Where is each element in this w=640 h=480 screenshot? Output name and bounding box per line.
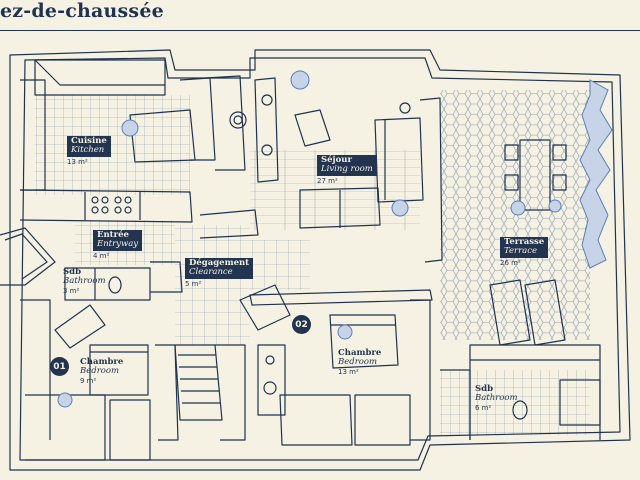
- room-area: 26 m²: [500, 258, 521, 267]
- room-name-en: Entryway: [97, 238, 139, 249]
- room-area: 4 m²: [93, 251, 110, 260]
- plant-icon: [57, 392, 73, 408]
- plant-icon: [290, 70, 310, 90]
- room-name-en: Bedroom: [80, 365, 120, 376]
- room-area: 6 m²: [475, 403, 492, 412]
- room-name-fr: Chambre: [80, 357, 124, 367]
- plant-icon: [121, 119, 139, 137]
- plant-icon: [548, 199, 562, 213]
- room-name-en: Bathroom: [475, 392, 518, 403]
- room-name-fr: Séjour: [321, 155, 352, 165]
- room-name-en: Clearance: [189, 266, 233, 277]
- outer-wall: [9, 49, 631, 471]
- room-area: 9 m²: [80, 376, 97, 385]
- terrace-plants: [579, 79, 613, 269]
- plant-icon: [337, 324, 353, 340]
- kitchen-floor: [35, 95, 190, 195]
- room-name-en: Terrace: [504, 245, 538, 256]
- room-label-bathroom-2: Sdb Bathroom 6 m²: [475, 385, 518, 412]
- room-area: 13 m²: [67, 157, 88, 166]
- room-label-bedroom-1: Chambre Bedroom 9 m²: [80, 358, 123, 385]
- room-name-fr: Entrée: [97, 230, 129, 240]
- room-name-fr: Sdb: [475, 384, 494, 394]
- room-name-fr: Chambre: [338, 348, 382, 358]
- clearance-floor: [175, 225, 250, 345]
- room-area: 13 m²: [338, 367, 359, 376]
- room-label-bathroom-1: Sdb Bathroom 3 m²: [63, 268, 106, 295]
- unit-marker-01: 01: [50, 357, 69, 376]
- inner-wall: [19, 57, 621, 461]
- room-area: 5 m²: [185, 279, 202, 288]
- page-title: ez-de-chaussée: [0, 0, 164, 22]
- room-name-fr: Dégagement: [189, 258, 250, 268]
- room-area: 3 m²: [63, 286, 80, 295]
- room-name-fr: Sdb: [63, 267, 82, 277]
- plant-icon: [510, 200, 526, 216]
- room-label-bedroom-2: Chambre Bedroom 13 m²: [338, 349, 381, 376]
- room-name-fr: Terrasse: [504, 237, 545, 247]
- terrace-floor: [440, 90, 590, 340]
- room-name-fr: Cuisine: [71, 136, 107, 146]
- room-name-en: Bathroom: [63, 275, 106, 286]
- plant-icon: [391, 199, 409, 217]
- bath2-floor: [440, 370, 590, 435]
- unit-marker-02: 02: [292, 315, 311, 334]
- room-area: 27 m²: [317, 176, 338, 185]
- room-name-en: Kitchen: [71, 144, 105, 155]
- room-name-en: Bedroom: [338, 356, 378, 367]
- room-name-en: Living room: [321, 163, 373, 174]
- title-rule: [0, 30, 640, 31]
- hall-floor: [250, 240, 310, 290]
